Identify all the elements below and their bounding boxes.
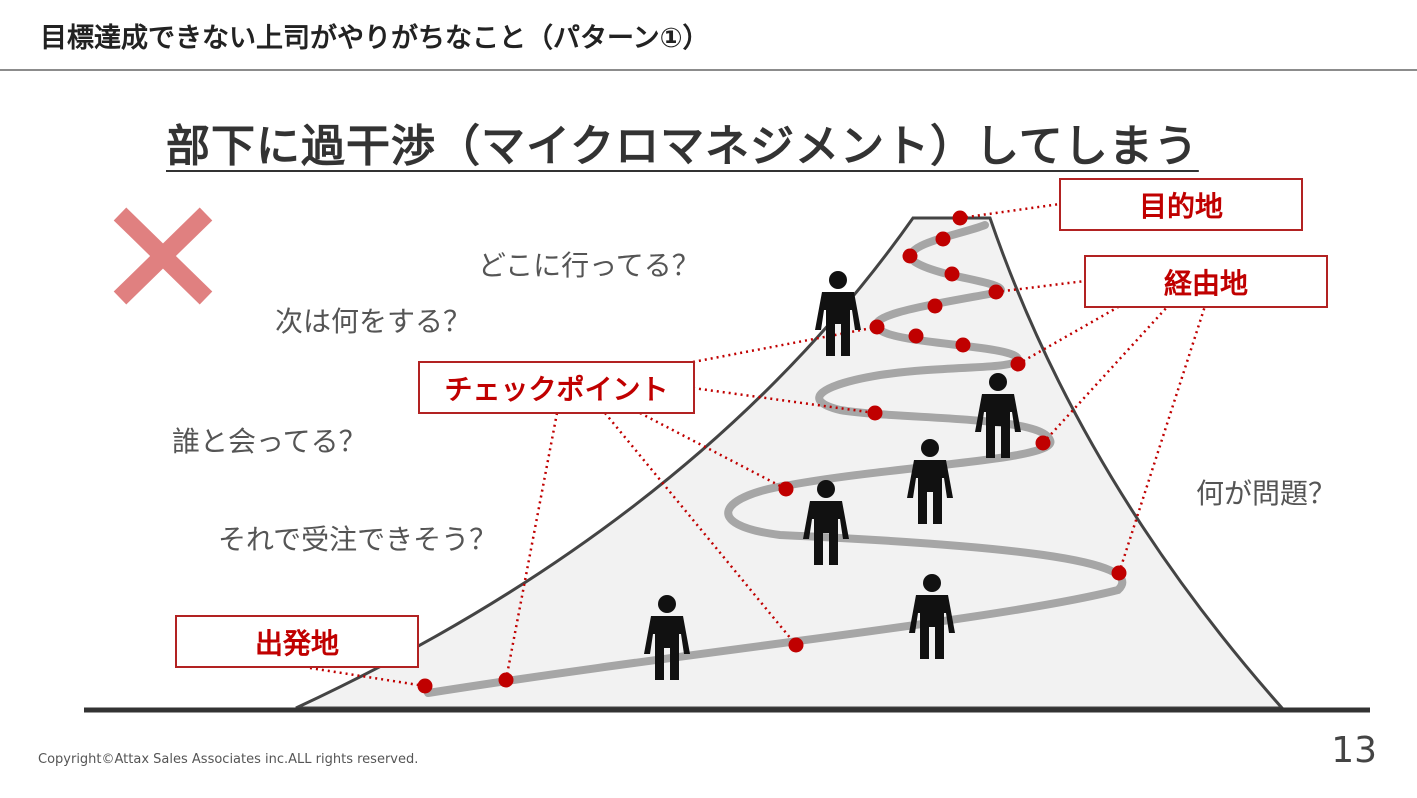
- label-destination: 目的地: [1059, 178, 1303, 231]
- path-dot: [869, 319, 885, 335]
- x-mark-icon: [113, 207, 213, 305]
- path-dot: [935, 231, 951, 247]
- path-dot: [417, 678, 433, 694]
- path-dot: [988, 284, 1004, 300]
- path-dot: [952, 210, 968, 226]
- copyright: Copyright©Attax Sales Associates inc.ALL…: [38, 752, 419, 767]
- path-dot: [927, 298, 943, 314]
- title-divider: [0, 69, 1417, 71]
- path-dot: [1111, 565, 1127, 581]
- slide-title: 目標達成できない上司がやりがちなこと（パターン①）: [40, 23, 710, 54]
- path-dot: [498, 672, 514, 688]
- question-problem: 何が問題？: [1196, 477, 1337, 510]
- path-dot: [902, 248, 918, 264]
- page-number: 13: [1331, 730, 1377, 771]
- question-next: 次は何をする？: [275, 305, 472, 338]
- question-where: どこに行ってる？: [478, 249, 700, 282]
- headline: 部下に過干渉（マイクロマネジメント）してしまう: [166, 121, 1199, 172]
- mountain-shape: [295, 216, 1286, 710]
- path-dot: [778, 481, 794, 497]
- label-waypoint: 経由地: [1084, 255, 1328, 308]
- question-who: 誰と会ってる？: [172, 425, 367, 458]
- question-order: それで受注できそう？: [218, 523, 498, 556]
- path-dot: [955, 337, 971, 353]
- path-dot: [1035, 435, 1051, 451]
- path-dot: [944, 266, 960, 282]
- path-dot: [788, 637, 804, 653]
- path-dot: [908, 328, 924, 344]
- path-dot: [1010, 356, 1026, 372]
- label-start: 出発地: [175, 615, 419, 668]
- path-dot: [867, 405, 883, 421]
- label-checkpoint: チェックポイント: [418, 361, 695, 414]
